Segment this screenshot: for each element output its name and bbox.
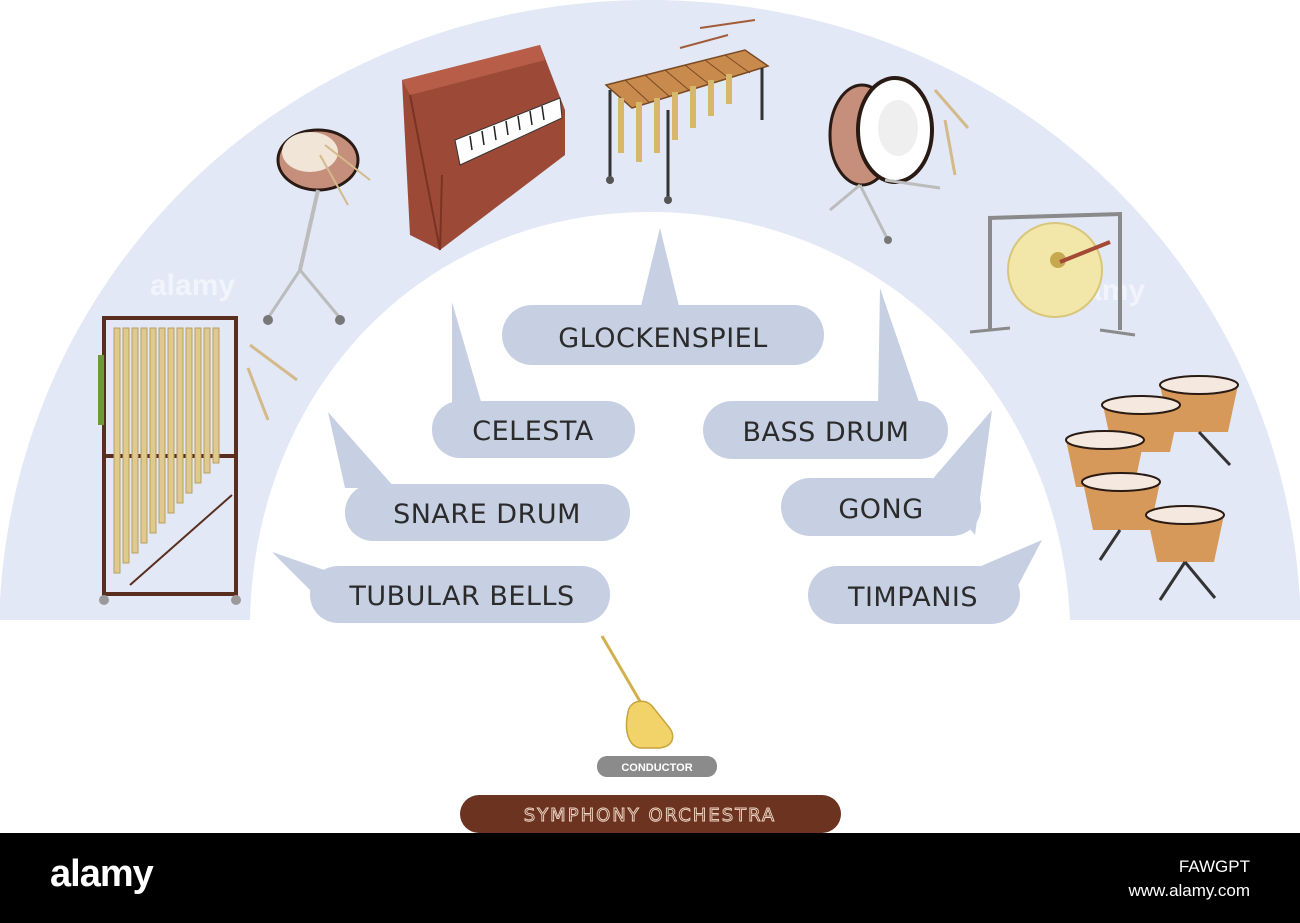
- page-title: SYMPHONY ORCHESTRA: [524, 805, 776, 826]
- watermark-left: alamy: [150, 269, 235, 302]
- footer-url: www.alamy.com: [1128, 881, 1250, 900]
- tubular-bells-icon: [98, 316, 298, 605]
- glockenspiel-icon: [604, 19, 770, 204]
- image-id: FAWGPT: [1178, 857, 1250, 876]
- bass-drum-icon: [828, 76, 970, 244]
- conductor-hand-icon: [600, 635, 674, 749]
- conductor-label: CONDUCTOR: [621, 762, 692, 774]
- timpanis-icon: [1065, 375, 1239, 601]
- bubble-glockenspiel: GLOCKENSPIEL: [502, 228, 824, 365]
- gong-icon: [969, 212, 1136, 337]
- celesta-icon: [402, 45, 565, 251]
- bubble-timpanis: TIMPANIS: [808, 540, 1042, 624]
- bubble-tubular-bells: TUBULAR BELLS: [272, 552, 610, 623]
- bubble-celesta: CELESTA: [432, 302, 635, 458]
- label-tubular-bells: TUBULAR BELLS: [348, 581, 574, 612]
- bubble-snare-drum: SNARE DRUM: [328, 412, 630, 541]
- title-bar: SYMPHONY ORCHESTRA: [460, 795, 841, 833]
- footer-bar: alamy FAWGPT www.alamy.com: [0, 833, 1300, 923]
- label-gong: GONG: [838, 494, 923, 525]
- footer-image-info: FAWGPT www.alamy.com: [1128, 855, 1250, 903]
- label-bass-drum: BASS DRUM: [743, 417, 910, 448]
- label-glockenspiel: GLOCKENSPIEL: [558, 323, 768, 354]
- label-snare-drum: SNARE DRUM: [393, 499, 581, 530]
- label-timpanis: TIMPANIS: [847, 582, 978, 613]
- footer-logo: alamy: [50, 853, 154, 895]
- bubble-bass-drum: BASS DRUM: [703, 288, 948, 459]
- bubble-gong: GONG: [781, 410, 992, 536]
- label-celesta: CELESTA: [472, 416, 594, 447]
- conductor-badge: CONDUCTOR: [597, 756, 717, 777]
- snare-drum-icon: [263, 128, 371, 325]
